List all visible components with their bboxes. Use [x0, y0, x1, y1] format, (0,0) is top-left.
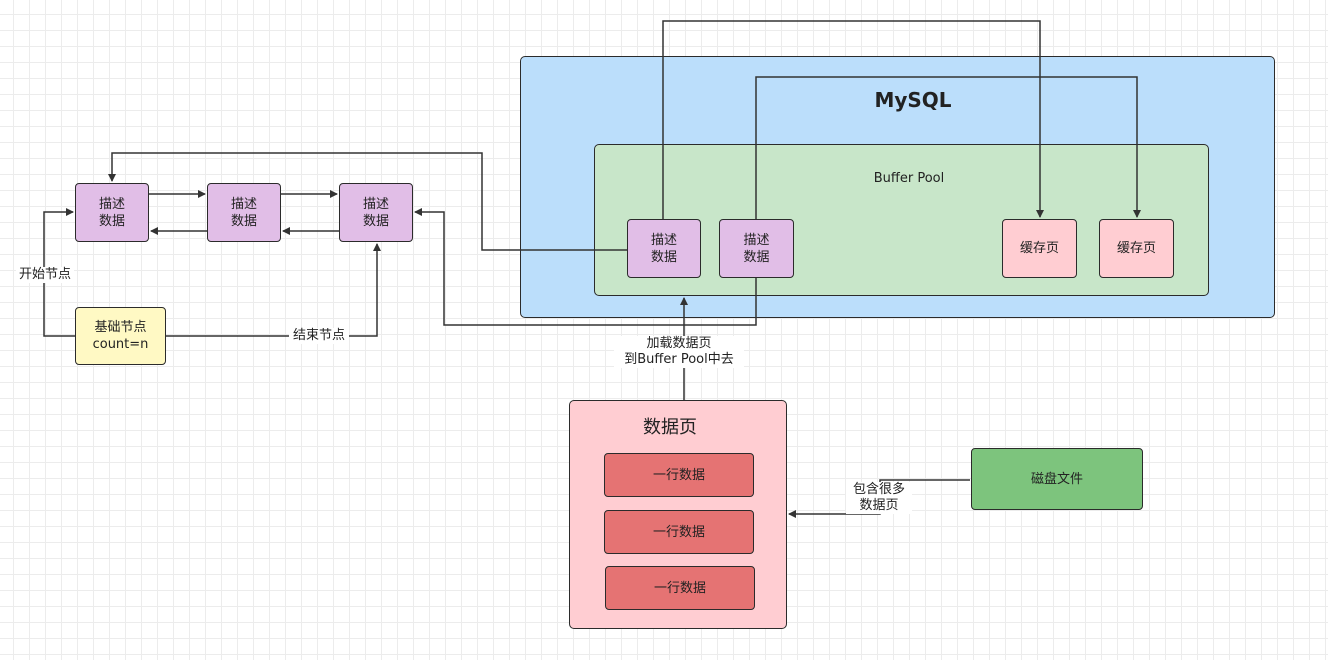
bp-desc-node-1-line2: 数据 [650, 249, 677, 265]
list-node-3-line1: 描述 [362, 196, 389, 212]
bp-desc-node-1: 描述数据 [627, 219, 701, 278]
mysql-title: MySQL [874, 88, 952, 112]
disk-file: 磁盘文件 [971, 448, 1143, 510]
load-page-label-line1: 加载数据页 [646, 336, 712, 351]
start-node-label: 开始节点 [16, 267, 74, 283]
contains-pages-label-line2: 数据页 [859, 498, 899, 513]
data-page-title: 数据页 [643, 417, 697, 438]
desc-to-cache-arrow-2 [755, 76, 1141, 219]
load-page-label: 加载数据页 到Buffer Pool中去 [614, 336, 744, 368]
data-row-1: 一行数据 [604, 453, 754, 497]
list-node-2: 描述数据 [207, 183, 281, 242]
data-row-3: 一行数据 [605, 566, 755, 610]
list-node-3-line2: 数据 [362, 213, 389, 229]
load-page-label-line2: 到Buffer Pool中去 [624, 352, 734, 367]
cache-page-1: 缓存页 [1002, 219, 1077, 278]
desc-to-cache-arrow-1 [662, 20, 1044, 219]
contains-pages-label-line1: 包含很多 [852, 482, 905, 497]
list-node-3: 描述数据 [339, 183, 413, 242]
base-node-line2: count=n [92, 337, 149, 352]
cache-page-2: 缓存页 [1099, 219, 1174, 278]
bp-desc-node-1-line1: 描述 [650, 232, 677, 248]
bp-desc-node-2-line1: 描述 [743, 232, 770, 248]
buffer-pool-title: Buffer Pool [873, 171, 945, 186]
data-row-2: 一行数据 [604, 510, 754, 554]
contains-pages-label: 包含很多 数据页 [846, 482, 912, 514]
list-node-1-line2: 数据 [98, 213, 125, 229]
list-node-1-line1: 描述 [98, 196, 125, 212]
end-node-arrow [166, 243, 381, 337]
list-node-2-line2: 数据 [230, 213, 257, 229]
bp-desc-to-list-tail-arrow [414, 208, 757, 326]
bp-desc-node-2: 描述数据 [719, 219, 794, 278]
bp-desc-to-list-head-arrow [108, 152, 627, 251]
bp-desc-node-2-line2: 数据 [743, 249, 770, 265]
list-node-1: 描述数据 [75, 183, 149, 242]
base-node: 基础节点 count=n [75, 307, 166, 365]
end-node-label: 结束节点 [289, 328, 349, 344]
list-node-2-line1: 描述 [230, 196, 257, 212]
base-node-line1: 基础节点 [94, 320, 147, 335]
